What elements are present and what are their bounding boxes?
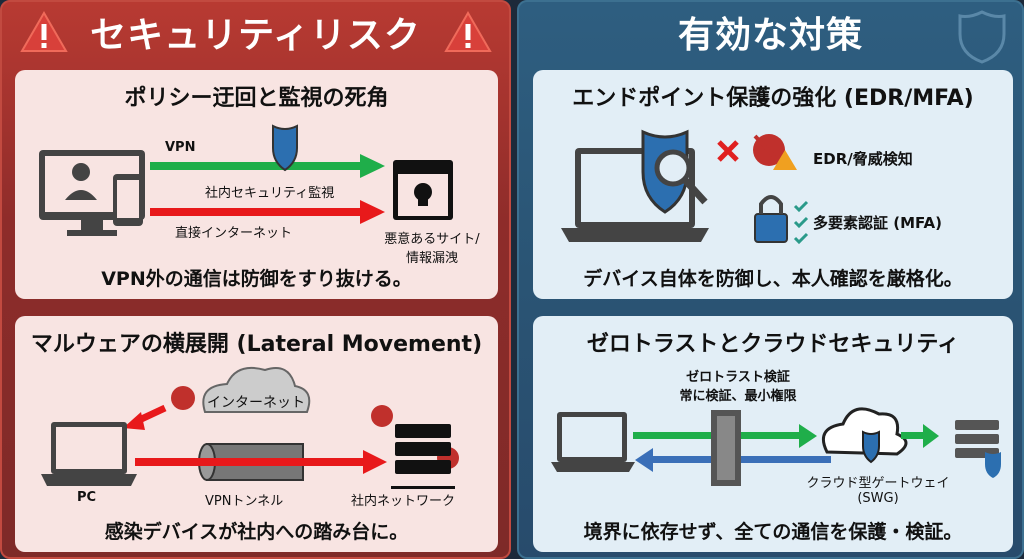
laptop-icon (551, 412, 635, 472)
lock-icon (754, 195, 788, 243)
card-title: ポリシー迂回と監視の死角 (124, 86, 389, 111)
shield-icon (958, 10, 1006, 64)
internet-label: インターネット (207, 395, 305, 411)
gateway-door-icon (711, 410, 741, 486)
checklist-icon (793, 200, 809, 245)
endpoint-diagram (561, 129, 809, 245)
vpn-label: VPN (165, 140, 196, 155)
endpoint-card: エンドポイント保護の強化 (EDR/MFA) EDR/脅威検知 多要素認証 (M… (533, 70, 1013, 299)
shield-icon (272, 124, 298, 172)
laptop-icon (41, 422, 137, 486)
cloud-shield-icon (822, 407, 908, 464)
lateral-arrow (135, 450, 387, 474)
server-shield-icon (955, 420, 1001, 478)
bypass-diagram (39, 124, 453, 236)
server-icon (391, 424, 455, 489)
lateral-movement-card: マルウェアの横展開 (Lateral Movement) インターネット PC … (15, 316, 498, 552)
infection-arrow (123, 404, 167, 430)
target-label: 悪意あるサイト/情報漏洩 (384, 232, 480, 266)
security-risk-panel: セキュリティリスク ポリシー迂回と監視の死角 VPN 社内セキュリティ監視 直接… (0, 0, 511, 559)
lateral-diagram (41, 366, 459, 489)
smartphone-icon (113, 174, 143, 226)
tunnel-label: VPNトンネル (205, 494, 284, 509)
mfa-label: 多要素認証 (MFA) (813, 214, 942, 232)
zero-trust-card: ゼロトラストとクラウドセキュリティ ゼロトラスト検証常に検証、最小権限 クラウド… (533, 316, 1013, 552)
monitor-label: 社内セキュリティ監視 (205, 186, 335, 201)
to-server-arrow (901, 424, 939, 448)
card-title: ゼロトラストとクラウドセキュリティ (586, 332, 960, 357)
edr-label: EDR/脅威検知 (813, 150, 913, 168)
card-footer: VPN外の通信は防御をすり抜ける。 (101, 268, 412, 290)
direct-label: 直接インターネット (175, 226, 293, 241)
direct-arrow (150, 200, 385, 224)
card-title: マルウェアの横展開 (Lateral Movement) (30, 332, 483, 357)
virus-icon (753, 134, 797, 170)
zero-trust-diagram (551, 407, 1001, 486)
swg-label: クラウド型ゲートウェイ(SWG) (806, 476, 950, 506)
malicious-site-icon (393, 160, 453, 220)
network-label: 社内ネットワーク (351, 494, 456, 509)
warning-icon (20, 11, 68, 52)
card-footer: 感染デバイスが社内への踏み台に。 (104, 521, 409, 543)
panel-title: 有効な対策 (677, 15, 863, 56)
block-x-icon (717, 140, 739, 162)
pc-label: PC (77, 490, 97, 505)
warning-icon (444, 11, 492, 52)
shield-search-icon (641, 129, 708, 214)
policy-bypass-card: ポリシー迂回と監視の死角 VPN 社内セキュリティ監視 直接インターネット 悪意… (15, 70, 498, 299)
panel-title: セキュリティリスク (90, 15, 421, 56)
card-footer: デバイス自体を防御し、本人確認を厳格化。 (583, 268, 963, 290)
zero-trust-label: ゼロトラスト検証常に検証、最小権限 (679, 370, 797, 404)
vpn-arrow (150, 154, 385, 178)
cloud-icon (202, 366, 311, 413)
countermeasures-panel: 有効な対策 エンドポイント保護の強化 (EDR/MFA) EDR/脅威検知 多要… (517, 0, 1024, 559)
card-title: エンドポイント保護の強化 (EDR/MFA) (572, 86, 974, 111)
card-footer: 境界に依存せず、全ての通信を保護・検証。 (583, 521, 963, 543)
